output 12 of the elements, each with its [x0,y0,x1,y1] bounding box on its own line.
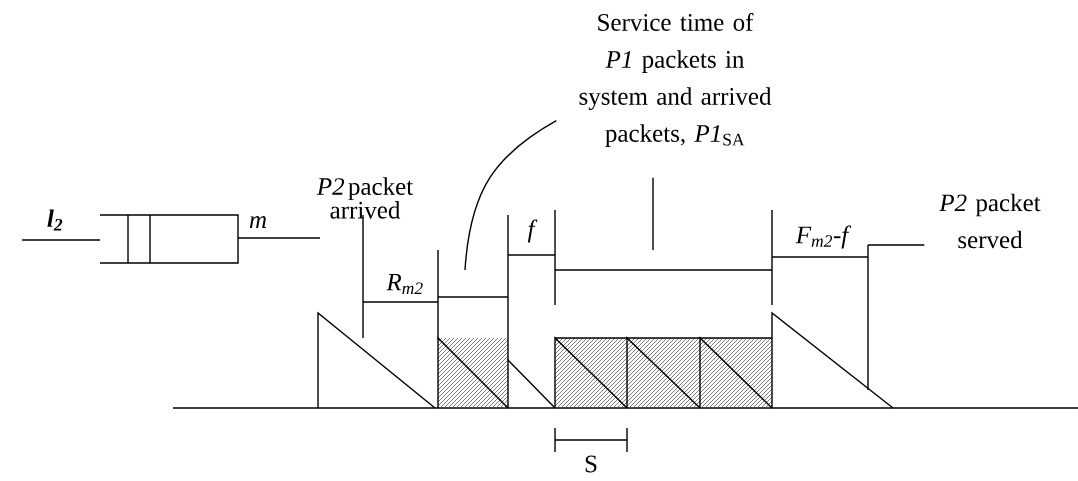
dimension-label: S [585,455,597,473]
symbol-label: m [249,216,266,228]
leader-line [652,176,654,251]
interval-label: F$_{m2}$-f [795,225,852,249]
annotation-text: P2 packet served [939,193,1041,249]
annotation-text: P2 packet arrived [316,177,414,219]
annotation-text: Service time of P1 packets in system and arrived packets, P1$_{SA}$ [579,13,772,147]
interval-label: R$_{m2}$ [386,273,423,295]
interval-label: f [527,219,538,243]
symbol-label: l$_{2}$ [47,209,63,231]
leader-line [867,244,925,246]
leader-line [464,119,557,271]
